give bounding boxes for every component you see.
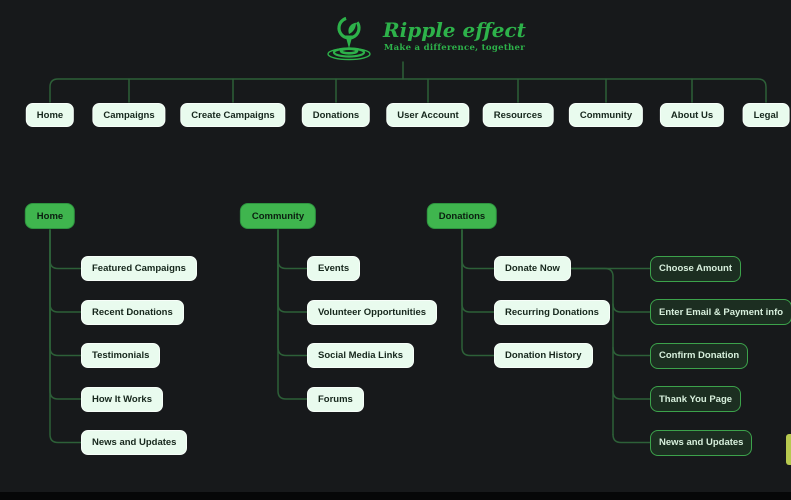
logo: Ripple effect Make a difference, togethe… — [323, 15, 526, 62]
nav-node-legal[interactable]: Legal — [742, 103, 790, 127]
nav-node-about-us[interactable]: About Us — [659, 103, 725, 127]
node-news-and-updates[interactable]: News and Updates — [81, 430, 188, 455]
nav-node-campaigns[interactable]: Campaigns — [92, 103, 166, 127]
node-featured-campaigns[interactable]: Featured Campaigns — [81, 256, 197, 281]
ripple-plant-icon — [327, 16, 371, 61]
node-donate-now[interactable]: Donate Now — [494, 256, 571, 281]
tree-parent-community[interactable]: Community — [239, 203, 317, 229]
nav-node-donations[interactable]: Donations — [301, 103, 371, 127]
edge-accent-sliver — [786, 434, 791, 465]
nav-node-community[interactable]: Community — [568, 103, 644, 127]
node-volunteer-opportunities[interactable]: Volunteer Opportunities — [307, 299, 438, 325]
flow-node-email-payment-info[interactable]: Enter Email & Payment info — [650, 299, 791, 325]
nav-node-user-account[interactable]: User Account — [386, 103, 470, 127]
tree-parent-home[interactable]: Home — [24, 203, 76, 229]
node-social-media-links[interactable]: Social Media Links — [307, 343, 414, 368]
flow-node-thank-you-page[interactable]: Thank You Page — [650, 386, 742, 412]
node-recurring-donations[interactable]: Recurring Donations — [494, 299, 610, 325]
nav-node-create-campaigns[interactable]: Create Campaigns — [180, 103, 286, 127]
node-events[interactable]: Events — [307, 256, 361, 281]
node-forums[interactable]: Forums — [307, 386, 364, 412]
flow-node-news-and-updates[interactable]: News and Updates — [650, 429, 753, 456]
tree-parent-donations[interactable]: Donations — [426, 203, 498, 229]
node-testimonials[interactable]: Testimonials — [81, 343, 161, 368]
node-donation-history[interactable]: Donation History — [494, 343, 593, 368]
flow-node-confirm-donation[interactable]: Confirm Donation — [650, 342, 749, 369]
flow-node-choose-amount[interactable]: Choose Amount — [650, 255, 742, 282]
node-how-it-works[interactable]: How It Works — [81, 386, 163, 412]
logo-tagline: Make a difference, together — [383, 43, 526, 53]
logo-title: Ripple effect — [383, 18, 526, 42]
nav-node-home[interactable]: Home — [25, 103, 75, 127]
nav-node-resources[interactable]: Resources — [482, 103, 554, 127]
bottom-strip — [0, 492, 791, 500]
node-recent-donations[interactable]: Recent Donations — [81, 299, 184, 325]
